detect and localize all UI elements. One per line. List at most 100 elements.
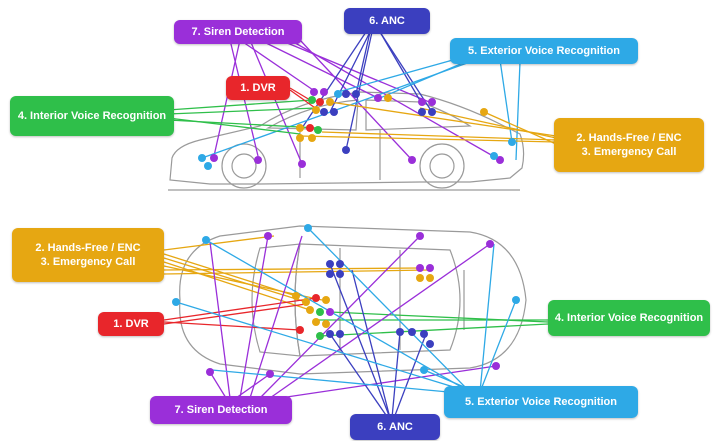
mic-dot	[384, 94, 392, 102]
mic-dot	[264, 232, 272, 240]
anc-label-bottom: 6. ANC	[350, 414, 440, 440]
mic-dot	[316, 98, 324, 106]
side-rear-wheel-hub	[429, 153, 455, 179]
mic-dot	[320, 88, 328, 96]
mic-dot	[420, 330, 428, 338]
top-car-body	[179, 225, 527, 375]
mic-dot	[198, 154, 206, 162]
mic-dot	[408, 156, 416, 164]
mic-dot	[326, 98, 334, 106]
mic-dot	[336, 260, 344, 268]
hands-free-text: 2. Hands-Free / ENC	[35, 242, 141, 254]
mic-dot	[306, 306, 314, 314]
side-front-wheel	[221, 143, 267, 189]
mic-dot	[326, 330, 334, 338]
mic-dot	[496, 156, 504, 164]
mic-dot	[314, 126, 322, 134]
mic-dot	[418, 108, 426, 116]
side-rear-wheel	[419, 143, 465, 189]
mic-dot	[206, 368, 214, 376]
mic-dot	[266, 370, 274, 378]
mic-dot	[322, 320, 330, 328]
mic-dot	[326, 270, 334, 278]
side-front-wheel-hub	[231, 153, 257, 179]
mic-dot	[296, 134, 304, 142]
mic-dot	[490, 152, 498, 160]
exterior-voice-label-top: 5. Exterior Voice Recognition	[450, 38, 638, 64]
mic-dot	[426, 264, 434, 272]
dvr-text: 1. DVR	[240, 82, 276, 94]
mic-dot	[310, 88, 318, 96]
mic-dot	[308, 134, 316, 142]
mic-dot	[210, 154, 218, 162]
mic-dot	[304, 224, 312, 232]
mic-dot	[334, 90, 342, 98]
mic-dot	[254, 156, 262, 164]
dvr-label-bottom: 1. DVR	[98, 312, 164, 336]
emergency-call-text: 3. Emergency Call	[581, 146, 677, 158]
siren-detection-label-top: 7. Siren Detection	[174, 20, 302, 44]
mic-dot	[302, 298, 310, 306]
mic-dot	[202, 236, 210, 244]
mic-dot	[326, 260, 334, 268]
hands-free-label-bottom: 2. Hands-Free / ENC 3. Emergency Call	[12, 228, 164, 282]
exterior-voice-label-bottom: 5. Exterior Voice Recognition	[444, 386, 638, 418]
mic-dot	[330, 108, 338, 116]
side-car-body	[169, 91, 525, 185]
mic-dot	[396, 328, 404, 336]
top-car-windshield	[251, 243, 301, 357]
mic-dot	[428, 98, 436, 106]
siren-detection-text: 7. Siren Detection	[191, 26, 285, 38]
dvr-label-top: 1. DVR	[226, 76, 290, 100]
mic-dot	[426, 274, 434, 282]
mic-dot	[374, 94, 382, 102]
mic-dot	[336, 270, 344, 278]
mic-dot	[492, 362, 500, 370]
mic-dot	[352, 90, 360, 98]
emergency-call-text: 3. Emergency Call	[40, 256, 136, 268]
interior-voice-text: 4. Interior Voice Recognition	[554, 312, 704, 324]
side-car-window	[265, 99, 359, 131]
dvr-text: 1. DVR	[113, 318, 149, 330]
mic-dot	[312, 294, 320, 302]
mic-dot	[486, 240, 494, 248]
mic-dot	[172, 298, 180, 306]
mic-dot	[408, 328, 416, 336]
hands-free-text: 2. Hands-Free / ENC	[576, 132, 682, 144]
anc-text: 6. ANC	[369, 15, 405, 27]
anc-label-top: 6. ANC	[344, 8, 430, 34]
mic-dot	[418, 98, 426, 106]
mic-dot	[306, 124, 314, 132]
interior-voice-label-top: 4. Interior Voice Recognition	[10, 96, 174, 136]
mic-dot	[326, 308, 334, 316]
mic-dot	[298, 160, 306, 168]
mic-dot	[312, 106, 320, 114]
mic-dot	[204, 162, 212, 170]
mic-dot	[296, 124, 304, 132]
mic-dot	[428, 108, 436, 116]
mic-dot	[316, 332, 324, 340]
top-view-car	[179, 225, 527, 375]
mic-dot	[336, 330, 344, 338]
siren-detection-label-bottom: 7. Siren Detection	[150, 396, 292, 424]
mic-dot	[320, 108, 328, 116]
mic-dot	[508, 138, 516, 146]
exterior-voice-text: 5. Exterior Voice Recognition	[465, 396, 617, 408]
mic-dot	[416, 264, 424, 272]
mic-dot	[480, 108, 488, 116]
mic-dot	[416, 274, 424, 282]
mic-dot	[322, 296, 330, 304]
mic-dot	[342, 90, 350, 98]
interior-voice-text: 4. Interior Voice Recognition	[17, 110, 167, 122]
hands-free-label-top: 2. Hands-Free / ENC 3. Emergency Call	[554, 118, 704, 172]
mic-dot	[426, 340, 434, 348]
bottom-microphone-dots	[172, 224, 520, 378]
mic-dot	[292, 292, 300, 300]
mic-dot	[512, 296, 520, 304]
mic-dot	[342, 146, 350, 154]
interior-voice-label-bottom: 4. Interior Voice Recognition	[548, 300, 710, 336]
mic-dot	[420, 366, 428, 374]
bottom-connection-lines	[163, 227, 549, 419]
